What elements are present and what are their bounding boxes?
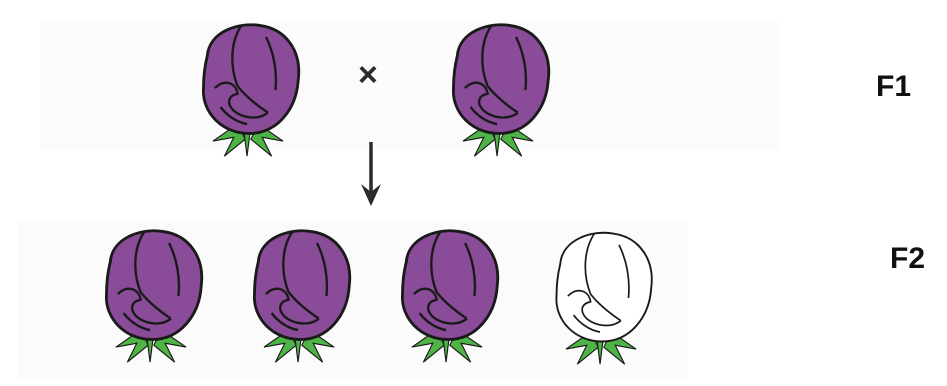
generation-label-f1: F1 — [876, 72, 911, 102]
generation-label-f2: F2 — [890, 244, 925, 274]
flower-bud-icon — [384, 224, 510, 366]
parent-flower-2 — [435, 18, 561, 160]
down-arrow-icon — [356, 140, 386, 208]
offspring-flower-2 — [236, 224, 362, 366]
offspring-flower-1 — [88, 224, 214, 366]
offspring-flower-4-white — [538, 226, 664, 368]
flower-bud-icon — [185, 18, 311, 160]
flower-bud-icon — [538, 226, 664, 368]
flower-bud-icon — [236, 224, 362, 366]
flower-bud-icon — [88, 224, 214, 366]
offspring-flower-3 — [384, 224, 510, 366]
parent-row-background — [40, 22, 780, 150]
flower-bud-icon — [435, 18, 561, 160]
parent-flower-1 — [185, 18, 311, 160]
cross-symbol: × — [358, 58, 378, 92]
